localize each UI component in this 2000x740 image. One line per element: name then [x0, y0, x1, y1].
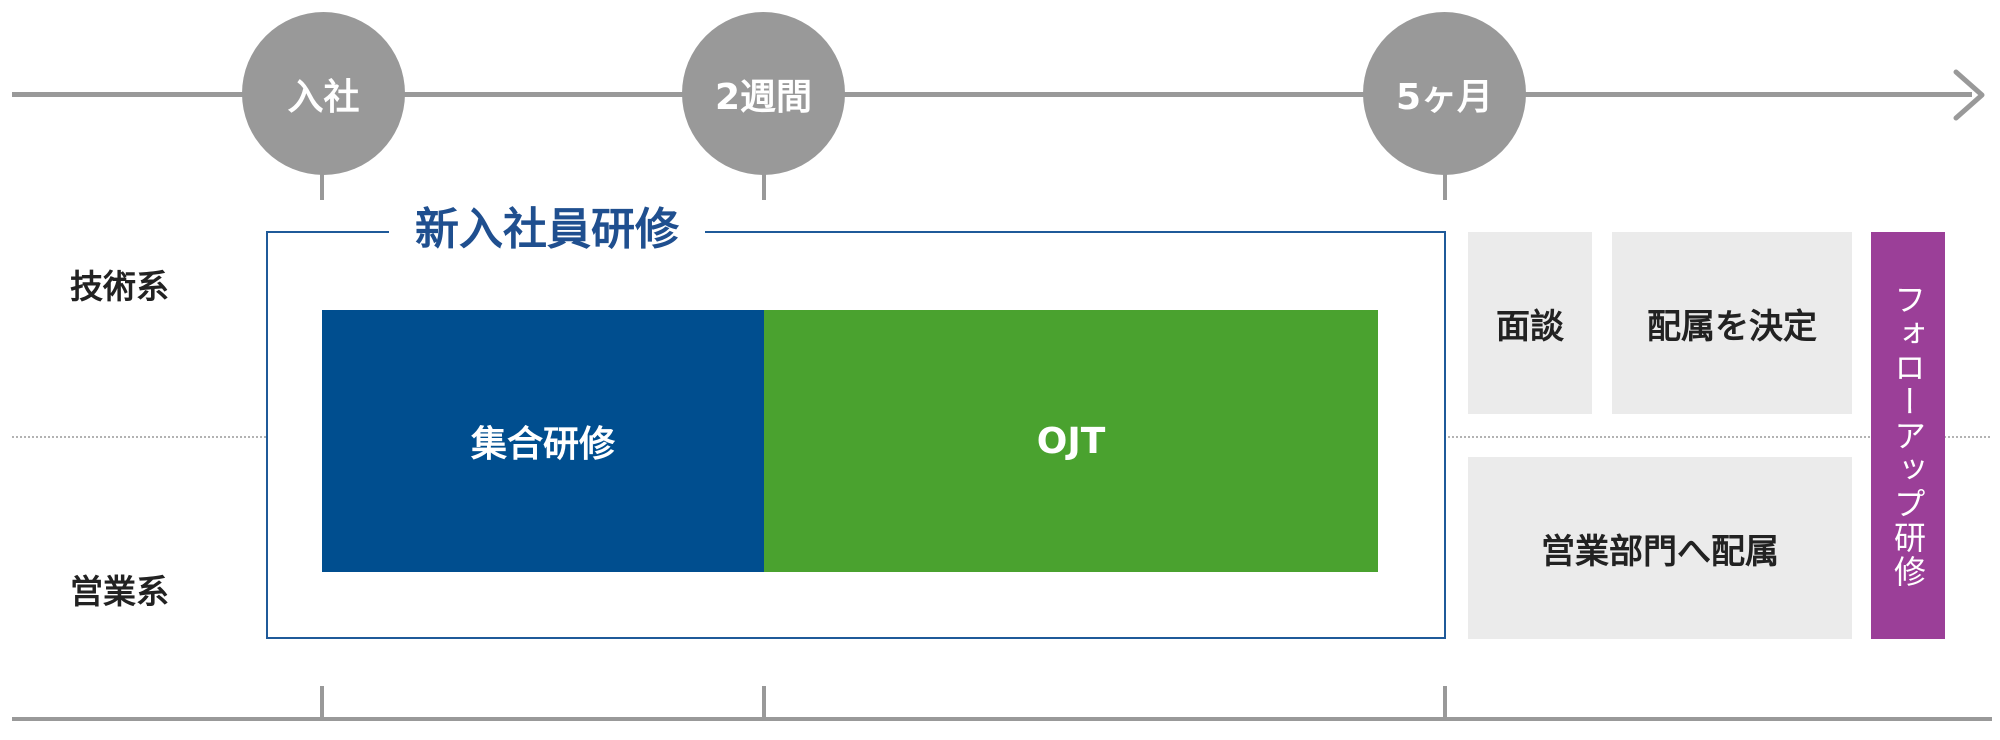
followup-training-box: フォローアップ研修	[1871, 232, 1945, 639]
tick-five-months-bottom	[1443, 686, 1447, 719]
followup-training-label: フォローアップ研修	[1889, 282, 1927, 589]
timeline-top-line	[12, 92, 1972, 97]
sales-assignment-label: 営業部門へ配属	[1541, 531, 1779, 572]
group-training-block: 集合研修	[322, 310, 764, 572]
ojt-block: OJT	[764, 310, 1378, 572]
tick-join-top	[320, 172, 324, 200]
tick-two-weeks-top	[762, 172, 766, 200]
timeline-arrowhead-icon	[1953, 69, 1985, 121]
milestone-five-months-label: 5ヶ月	[1395, 76, 1494, 118]
interview-box: 面談	[1468, 232, 1592, 414]
milestone-join-label: 入社	[287, 76, 360, 118]
group-training-label: 集合研修	[470, 424, 615, 465]
milestone-two-weeks: 2週間	[682, 12, 845, 175]
tick-five-months-top	[1443, 172, 1447, 200]
assignment-decision-label: 配属を決定	[1647, 306, 1817, 347]
milestone-join: 入社	[242, 12, 405, 175]
new-employee-training-title: 新入社員研修	[389, 200, 705, 260]
timeline-bottom-line	[12, 717, 1992, 721]
tick-two-weeks-bottom	[762, 686, 766, 719]
row-label-sales: 営業系	[70, 572, 169, 611]
row-label-technical: 技術系	[70, 267, 169, 306]
tick-join-bottom	[320, 686, 324, 719]
milestone-two-weeks-label: 2週間	[714, 76, 813, 118]
interview-label: 面談	[1496, 306, 1564, 347]
sales-assignment-box: 営業部門へ配属	[1468, 457, 1852, 639]
ojt-label: OJT	[1036, 420, 1106, 462]
assignment-decision-box: 配属を決定	[1612, 232, 1852, 414]
milestone-five-months: 5ヶ月	[1363, 12, 1526, 175]
